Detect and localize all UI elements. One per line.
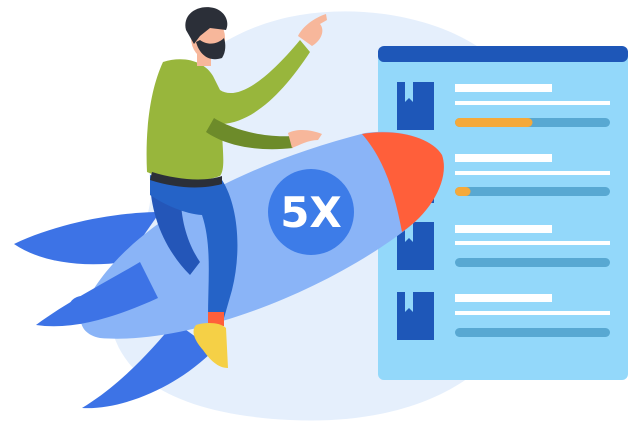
person-hair xyxy=(185,7,228,44)
list-item-title-line xyxy=(455,84,552,92)
rocket: 5X xyxy=(14,131,444,409)
list-item-subtitle-line xyxy=(455,311,610,315)
person-beard xyxy=(196,38,226,60)
list-panel-header xyxy=(378,46,628,62)
rocket-badge-text: 5X xyxy=(280,188,342,237)
list-item-title-line xyxy=(455,154,552,162)
person xyxy=(146,7,327,368)
progress-track xyxy=(455,328,610,337)
rocket-body xyxy=(80,131,444,339)
person-arm-lower xyxy=(206,118,293,150)
list-item-subtitle-line xyxy=(455,171,610,175)
list-item-subtitle-line xyxy=(455,241,610,245)
progress-track xyxy=(455,258,610,267)
list-item xyxy=(397,82,610,130)
rocket-badge xyxy=(268,169,354,255)
rocket-nose xyxy=(362,132,444,232)
list-panel-body xyxy=(378,50,628,380)
progress-fill xyxy=(455,118,533,127)
person-hand-lower xyxy=(288,130,322,148)
person-pants xyxy=(150,175,238,318)
rocket-fin-middle xyxy=(36,262,158,327)
bookmark-icon xyxy=(397,292,434,340)
person-sock xyxy=(208,312,224,326)
list-item xyxy=(397,222,610,270)
progress-fill xyxy=(455,187,471,196)
list-item-title-line xyxy=(455,294,552,302)
list-item xyxy=(397,292,610,340)
list-item-subtitle-line xyxy=(455,101,610,105)
rocket-fin-upper xyxy=(14,212,160,265)
progress-track xyxy=(455,187,610,196)
person-belt xyxy=(150,172,222,188)
list-item-title-line xyxy=(455,225,552,233)
bookmark-icon xyxy=(397,82,434,130)
bookmark-icon xyxy=(397,222,434,270)
rocket-fin-lower xyxy=(82,322,214,409)
person-hand-upper xyxy=(298,14,327,46)
person-shoe xyxy=(193,323,228,368)
person-hoodie xyxy=(146,40,310,181)
